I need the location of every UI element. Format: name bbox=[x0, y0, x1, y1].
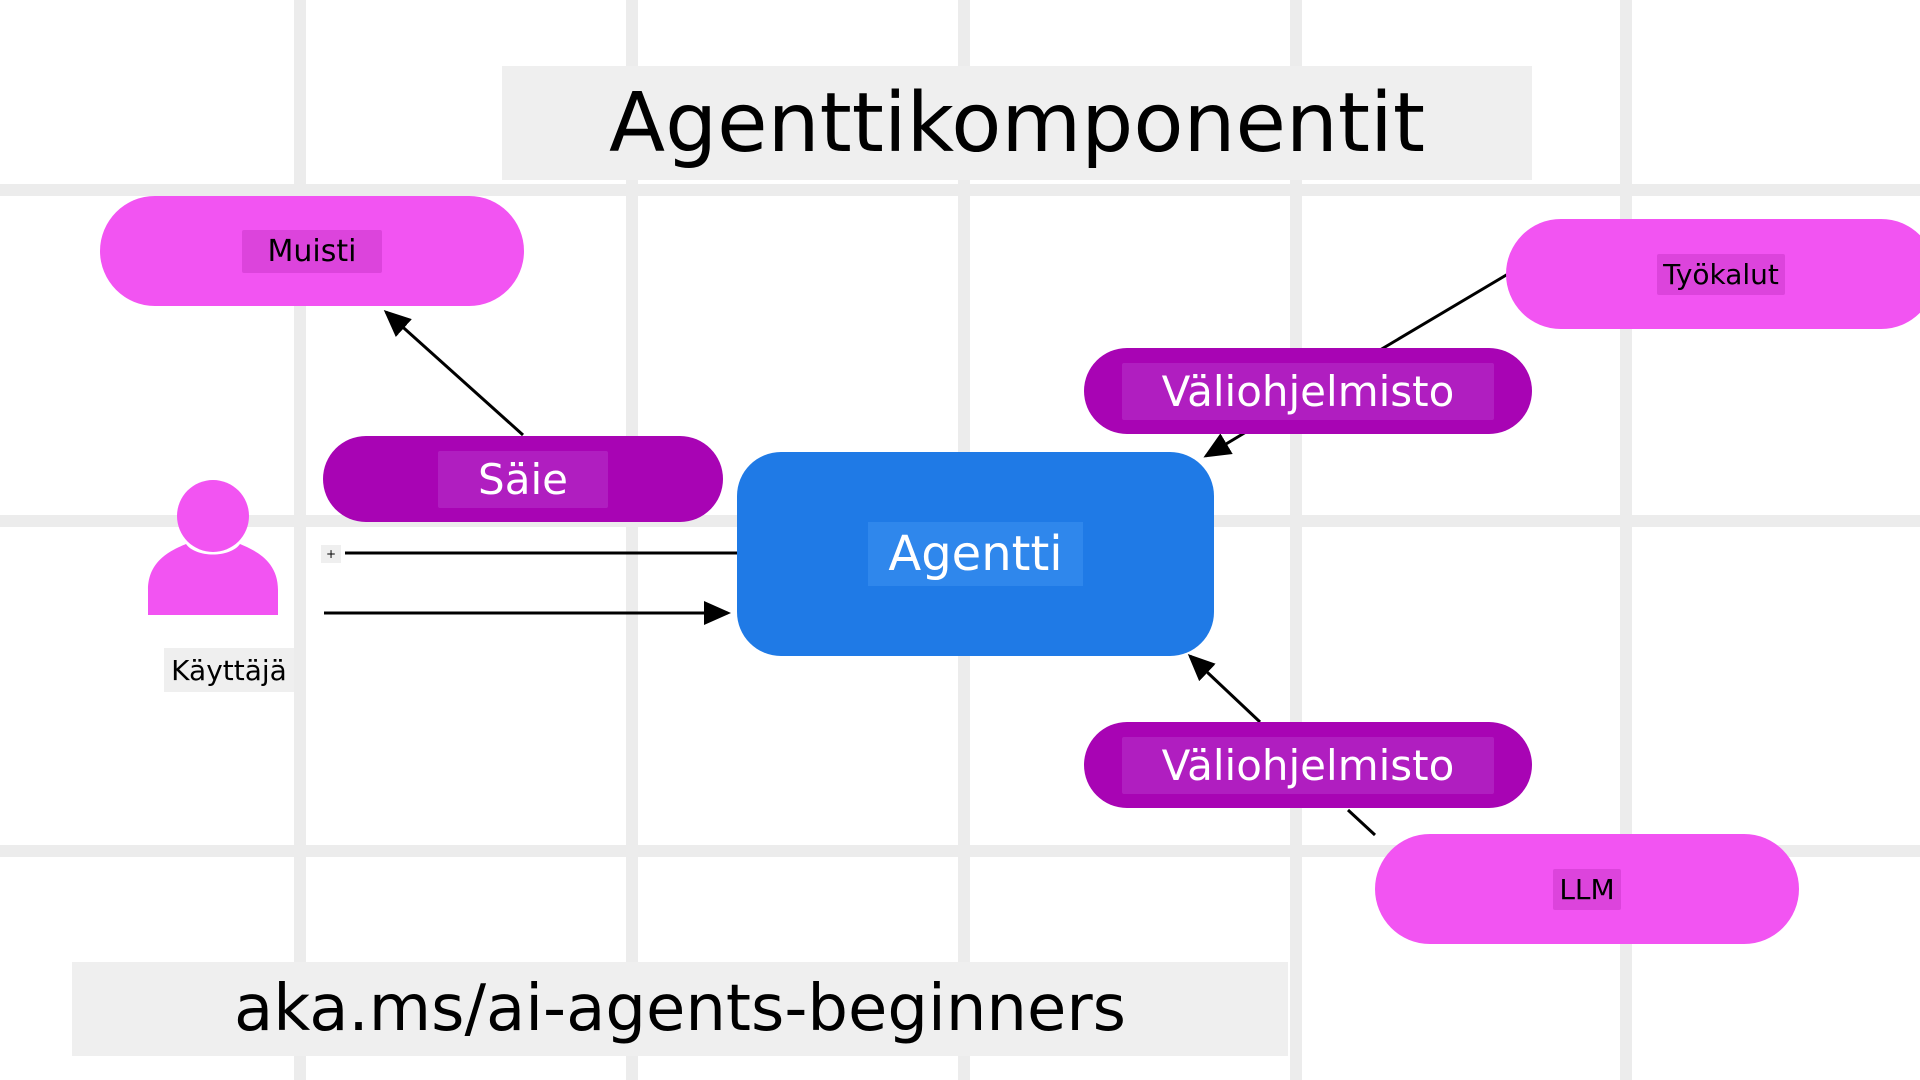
agent-label: Agentti bbox=[868, 522, 1083, 586]
middleware-to-agent-arrow bbox=[1203, 430, 1247, 458]
user-label: Käyttäjä bbox=[164, 648, 294, 692]
thread-to-memory-arrow bbox=[383, 309, 525, 437]
diagram-title: Agenttikomponentit bbox=[502, 66, 1532, 180]
grid-line bbox=[0, 184, 1920, 196]
middleware-bottom-label: Väliohjelmisto bbox=[1121, 736, 1495, 794]
memory-label: Muisti bbox=[241, 229, 383, 273]
tools-to-middleware-line bbox=[1379, 272, 1509, 352]
plus-marker: + bbox=[321, 545, 341, 563]
middleware-top-node: Väliohjelmisto bbox=[1084, 348, 1532, 434]
llm-to-middleware-line bbox=[1346, 808, 1377, 837]
memory-node: Muisti bbox=[100, 196, 524, 306]
user-icon bbox=[148, 480, 278, 615]
middleware-bottom-node: Väliohjelmisto bbox=[1084, 722, 1532, 808]
middleware-top-label: Väliohjelmisto bbox=[1121, 362, 1495, 420]
llm-label: LLM bbox=[1553, 868, 1621, 910]
llm-node: LLM bbox=[1375, 834, 1799, 944]
grid-line bbox=[626, 0, 638, 1080]
tools-label: Työkalut bbox=[1657, 253, 1785, 295]
grid-line bbox=[1290, 0, 1302, 1080]
agent-node: Agentti bbox=[737, 452, 1214, 656]
middleware-to-agent-arrow-bottom bbox=[1187, 653, 1262, 724]
tools-node: Työkalut bbox=[1506, 219, 1920, 329]
thread-node: Säie bbox=[323, 436, 723, 522]
thread-label: Säie bbox=[438, 450, 608, 508]
footer-link-text: aka.ms/ai-agents-beginners bbox=[72, 962, 1288, 1056]
